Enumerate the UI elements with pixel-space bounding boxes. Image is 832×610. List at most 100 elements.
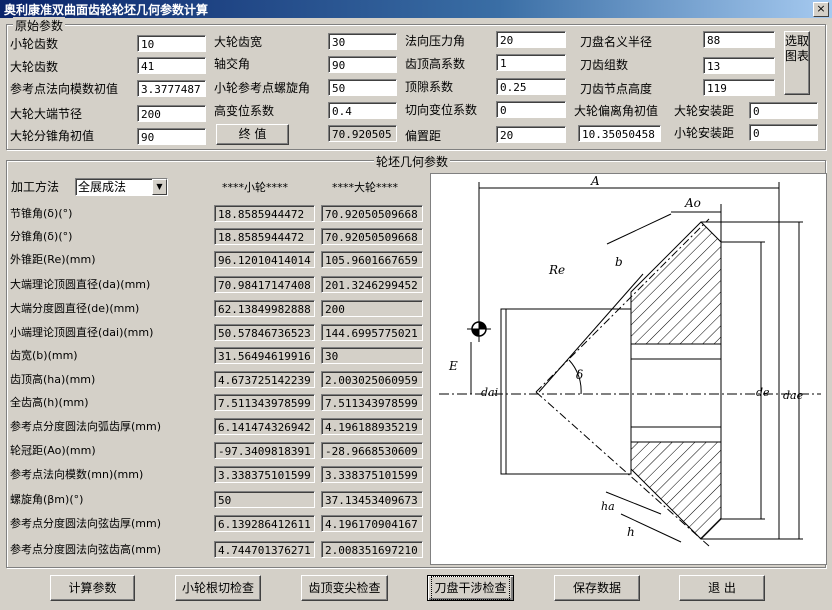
method-value: 全展成法 xyxy=(78,180,127,194)
method-select[interactable]: 全展成法 ▼ xyxy=(75,178,168,196)
addendum-coef-input[interactable]: 1 xyxy=(496,54,566,71)
label-Ao: Ao xyxy=(684,196,701,210)
label-dai: dai xyxy=(481,386,498,399)
gear-teeth-input[interactable]: 41 xyxy=(137,57,206,74)
pinion-value: 50 xyxy=(214,491,315,508)
gear-value: 201.3246299452 xyxy=(321,276,423,293)
gear-teeth-label: 大轮齿数 xyxy=(10,60,59,74)
pinion-header: ****小轮**** xyxy=(222,181,288,194)
undercut-check-button[interactable]: 小轮根切检查 xyxy=(175,575,261,601)
geometry-row-label: 小端理论顶圆直径(dai)(mm) xyxy=(10,326,154,339)
gear-value: 37.13453409673 xyxy=(321,491,423,508)
title-bar: 奥利康准双曲面齿轮轮坯几何参数计算 × xyxy=(0,0,832,18)
gear-value: 105.9601667659 xyxy=(321,251,423,268)
gear-pitch-dia-input[interactable]: 200 xyxy=(137,105,206,122)
geometry-row-label: 参考点分度圆法向弦齿厚(mm) xyxy=(10,517,162,530)
geometry-row-label: 全齿高(h)(mm) xyxy=(10,396,89,409)
calc-button[interactable]: 计算参数 xyxy=(50,575,135,601)
high-mod-label: 高变位系数 xyxy=(214,104,275,118)
tip-sharp-check-button[interactable]: 齿顶变尖检查 xyxy=(301,575,388,601)
label-de: de xyxy=(756,386,770,399)
geometry-row-label: 外锥距(Re)(mm) xyxy=(10,253,96,266)
gear-face-width-label: 大轮齿宽 xyxy=(214,35,263,49)
blade-point-height-label: 刀齿节点高度 xyxy=(580,82,653,96)
pinion-mount-label: 小轮安装距 xyxy=(674,126,735,140)
select-chart-button-label: 选取图表 xyxy=(785,34,810,63)
pinion-value: 6.141474326942 xyxy=(214,418,315,435)
pinion-teeth-input[interactable]: 10 xyxy=(137,35,206,52)
pinion-value: 4.744701376271 xyxy=(214,541,315,558)
addendum-coef-label: 齿顶高系数 xyxy=(405,57,466,71)
pinion-mount-input[interactable]: 0 xyxy=(749,124,818,141)
gear-value: 4.196188935219 xyxy=(321,418,423,435)
geometry-row-label: 节锥角(δ)(°) xyxy=(10,207,73,220)
geometry-row-label: 大端分度圆直径(de)(mm) xyxy=(10,302,140,315)
cutter-interference-check-button[interactable]: 刀盘干涉检查 xyxy=(427,575,514,601)
gear-mount-input[interactable]: 0 xyxy=(749,102,818,119)
pinion-spiral-input[interactable]: 50 xyxy=(328,79,397,96)
gear-mount-label: 大轮安装距 xyxy=(674,104,735,118)
close-icon[interactable]: × xyxy=(813,2,829,17)
pressure-angle-label: 法向压力角 xyxy=(405,34,466,48)
pinion-value: 50.57846736523 xyxy=(214,324,315,341)
final-value-button[interactable]: 终 值 xyxy=(216,124,289,145)
pinion-spiral-label: 小轮参考点螺旋角 xyxy=(214,81,311,95)
window-title: 奥利康准双曲面齿轮轮坯几何参数计算 xyxy=(4,3,209,17)
pressure-angle-input[interactable]: 20 xyxy=(496,31,566,48)
blade-groups-input[interactable]: 13 xyxy=(703,57,775,74)
chevron-down-icon[interactable]: ▼ xyxy=(152,179,167,195)
cutter-interference-label: 刀盘干涉检查 xyxy=(431,576,510,600)
pinion-value: 96.12010414014 xyxy=(214,251,315,268)
select-chart-button[interactable]: 选取图表 xyxy=(784,31,810,95)
pinion-value: 4.673725142239 xyxy=(214,371,315,388)
gear-pitch-dia-label: 大轮大端节径 xyxy=(10,107,83,121)
exit-button[interactable]: 退 出 xyxy=(679,575,765,601)
geometry-row-label: 参考点分度圆法向弧齿厚(mm) xyxy=(10,420,162,433)
label-dae: dae xyxy=(783,389,804,402)
gear-blank-drawing: A Ao b Re E δ dai de dae ha h xyxy=(430,173,827,565)
geometry-row-label: 齿宽(b)(mm) xyxy=(10,349,78,362)
gear-header: ****大轮**** xyxy=(332,181,398,194)
shaft-angle-label: 轴交角 xyxy=(214,57,251,71)
cutter-radius-input[interactable]: 88 xyxy=(703,31,775,48)
high-mod-input[interactable]: 0.4 xyxy=(328,102,397,119)
gear-value: 7.511343978599 xyxy=(321,394,423,411)
gear-offset-angle-input[interactable]: 10.35050458 xyxy=(578,125,661,142)
gear-value: 4.196170904167 xyxy=(321,515,423,532)
gear-value: 70.92050509668 xyxy=(321,228,423,245)
blade-point-height-input[interactable]: 119 xyxy=(703,79,775,96)
pinion-value: 62.13849982888 xyxy=(214,300,315,317)
label-h: h xyxy=(627,525,635,539)
pinion-value: 18.8585944472 xyxy=(214,228,315,245)
geometry-row-label: 分锥角(δ)(°) xyxy=(10,230,73,243)
gear-value: 200 xyxy=(321,300,423,317)
cutter-radius-label: 刀盘名义半径 xyxy=(580,35,653,49)
geometry-row-label: 齿顶高(ha)(mm) xyxy=(10,373,96,386)
clearance-coef-input[interactable]: 0.25 xyxy=(496,78,566,95)
geometry-row-label: 大端理论顶圆直径(da)(mm) xyxy=(10,278,151,291)
gear-value: 3.338375101599 xyxy=(321,466,423,483)
ref-module-input[interactable]: 3.3777487 xyxy=(137,80,206,97)
tangential-mod-label: 切向变位系数 xyxy=(405,103,478,117)
offset-input[interactable]: 20 xyxy=(496,126,566,143)
offset-label: 偏置距 xyxy=(405,129,442,143)
gear-face-width-input[interactable]: 30 xyxy=(328,33,397,50)
gear-value: 2.008351697210 xyxy=(321,541,423,558)
pinion-value: 18.8585944472 xyxy=(214,205,315,222)
shaft-angle-input[interactable]: 90 xyxy=(328,56,397,73)
gear-value: 70.92050509668 xyxy=(321,205,423,222)
label-delta: δ xyxy=(576,368,583,382)
tangential-mod-input[interactable]: 0 xyxy=(496,101,566,118)
gear-cone-angle-input[interactable]: 90 xyxy=(137,128,206,145)
save-data-button[interactable]: 保存数据 xyxy=(554,575,640,601)
pinion-value: 6.139286412611 xyxy=(214,515,315,532)
gear-value: 144.6995775021 xyxy=(321,324,423,341)
gear-cone-angle-label: 大轮分锥角初值 xyxy=(10,129,95,143)
gear-offset-angle-label: 大轮偏离角初值 xyxy=(574,104,659,118)
label-A: A xyxy=(590,174,600,188)
original-params-group xyxy=(6,24,826,150)
pinion-value: 3.338375101599 xyxy=(214,466,315,483)
gear-value: -28.9668530609 xyxy=(321,442,423,459)
ref-module-label: 参考点法向模数初值 xyxy=(10,82,119,96)
pinion-value: 70.98417147408 xyxy=(214,276,315,293)
